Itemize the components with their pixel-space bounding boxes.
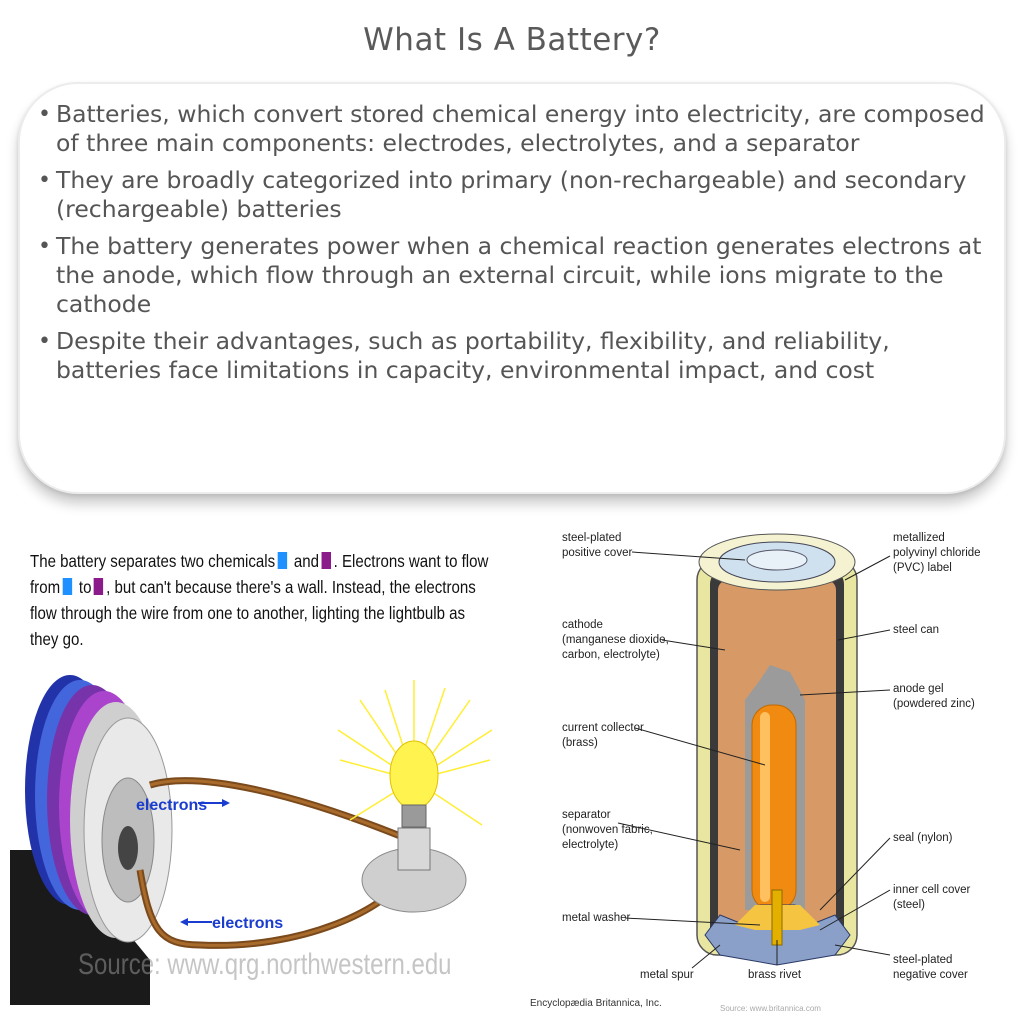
chemical-purple-swatch [94,578,104,595]
battery-circuit-illustration: electrons electrons [10,675,493,1005]
bullet-text: They are broadly categorized into primar… [56,166,967,223]
label-brass-rivet: brass rivet [748,969,802,981]
bullet-item: •The battery generates power when a chem… [38,232,998,319]
caption-text: The battery separates two chemicals [30,551,276,571]
caption-text: to [78,577,92,597]
britannica-source: Source: www.britannica.com [720,1004,821,1013]
caption-text: . Electrons want to flow from [30,551,489,597]
label-cathode: cathode (manganese dioxide, carbon, elec… [562,619,669,661]
chemical-blue-swatch [62,578,73,595]
bullet-item: •They are broadly categorized into prima… [38,166,998,224]
source-watermark: Source: www.qrg.northwestern.edu [78,948,452,981]
label-metal-spur: metal spur [640,969,694,981]
bullet-item: •Despite their advantages, such as porta… [38,327,998,385]
chemical-blue-swatch [277,552,288,569]
battery-roll [25,675,173,943]
label-pvc: metallized polyvinyl chloride (PVC) labe… [893,532,981,574]
bullet-text: Batteries, which convert stored chemical… [56,100,985,157]
bullet-item: •Batteries, which convert stored chemica… [38,100,998,158]
chemical-purple-swatch [321,552,332,569]
left-figure-caption: The battery separates two chemicals and.… [30,548,494,652]
label-positive-cover: steel-plated positive cover [562,532,633,559]
leader-lines [617,551,891,969]
label-seal: seal (nylon) [893,832,953,844]
label-metal-washer: metal washer [562,912,631,924]
page-title: What Is A Battery? [363,22,661,58]
britannica-credit: Encyclopædia Britannica, Inc. [530,998,662,1009]
brass-rivet [771,889,783,946]
caption-text: and [293,551,320,571]
bullet-text: Despite their advantages, such as portab… [56,327,890,384]
caption-text: , but can't because there's a wall. Inst… [30,577,476,649]
electrons-label-top: electrons [136,797,207,814]
label-separator: separator (nonwoven fabric, electrolyte) [562,809,653,851]
summary-card [18,82,1006,494]
electrons-label-bottom: electrons [212,915,283,932]
label-anode-gel: anode gel (powdered zinc) [893,683,975,710]
battery-stand [10,850,150,1005]
label-inner-cell-cover: inner cell cover (steel) [893,884,971,911]
lightbulb-icon [389,740,439,810]
bullet-text: The battery generates power when a chemi… [56,232,982,318]
alkaline-battery-cutaway [617,533,891,969]
current-collector [751,704,797,911]
bullet-list: •Batteries, which convert stored chemica… [38,100,998,393]
label-current-collector: current collector (brass) [562,722,644,749]
label-negative-cover: steel-plated negative cover [893,954,968,981]
label-steel-can: steel can [893,624,940,636]
